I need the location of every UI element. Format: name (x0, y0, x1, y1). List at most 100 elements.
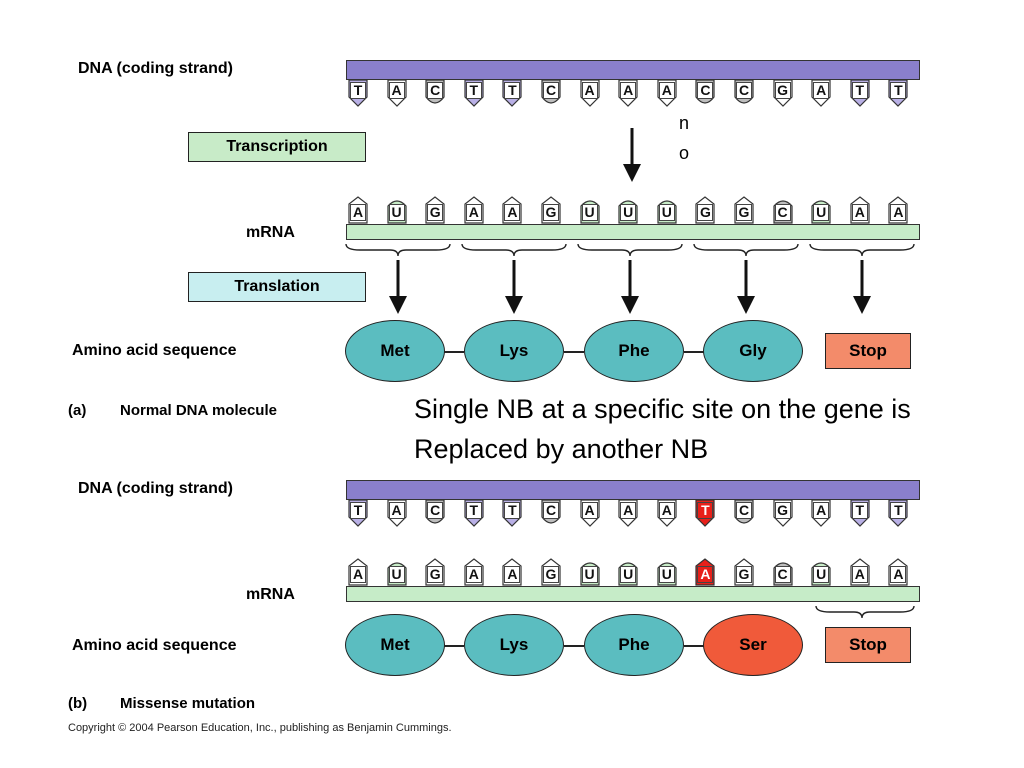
mrna-a-nucleotide-u: U (811, 196, 831, 224)
mrna-a-nucleotide-u: U (657, 196, 677, 224)
mrna-a-nucleotide-u: U (618, 196, 638, 224)
mrna-a-nucleotide-a: A (850, 196, 870, 224)
mrna-a-nucleotide-a: A (464, 196, 484, 224)
mrna-a-nucleotide-g: G (734, 196, 754, 224)
dna-a-nucleotide-t: T (502, 79, 522, 107)
mrna-b-nucleotide-a: A (348, 558, 368, 586)
annotation-line-1: Single NB at a specific site on the gene… (414, 394, 911, 424)
transcription-box: Transcription (188, 132, 366, 162)
dna-a-nucleotide-c: C (695, 79, 715, 107)
amino-acid-met: Met (345, 320, 445, 382)
dna-a-nucleotide-t: T (850, 79, 870, 107)
dna-b-nucleotide-t: T (695, 499, 715, 527)
stop-codon-box-b: Stop (825, 627, 911, 663)
mrna-a-nucleotide-u: U (579, 196, 600, 224)
dna-a-nucleotide-t: T (464, 79, 484, 107)
mrna-a-nucleotide-u: U (386, 196, 407, 224)
dna-a-nucleotide-a: A (579, 79, 600, 107)
mrna-backbone-a (346, 224, 920, 240)
mrna-b-nucleotide-g: G (541, 558, 561, 586)
dna-b-nucleotide-a: A (386, 499, 407, 527)
part-b-title: Missense mutation (120, 695, 256, 712)
part-a-title: Normal DNA molecule (120, 402, 277, 419)
dna-b-nucleotide-t: T (348, 499, 368, 527)
mrna-b-nucleotide-a: A (695, 558, 715, 586)
dna-b-nucleotide-a: A (618, 499, 638, 527)
dna-a-nucleotide-a: A (811, 79, 831, 107)
peptide-bond (684, 645, 704, 647)
mutation-site-arrow (623, 128, 641, 182)
dna-a-nucleotide-c: C (425, 79, 445, 107)
peptide-bond (684, 351, 704, 353)
dna-backbone-b (346, 480, 920, 500)
dna-a-nucleotide-c: C (734, 79, 754, 107)
stop-codon-box-a: Stop (825, 333, 911, 369)
dna-b-nucleotide-t: T (464, 499, 484, 527)
mrna-backbone-b (346, 586, 920, 602)
copyright-notice: Copyright © 2004 Pearson Education, Inc.… (68, 722, 452, 734)
dna-b-nucleotide-a: A (579, 499, 600, 527)
amino-acid-sequence-label-a: Amino acid sequence (72, 342, 237, 359)
dna-a-nucleotide-t: T (348, 79, 368, 107)
part-a-prefix: (a) (68, 402, 87, 419)
mrna-b-nucleotide-a: A (888, 558, 908, 586)
amino-acid-sequence-label-b: Amino acid sequence (72, 637, 237, 654)
dna-backbone-a (346, 60, 920, 80)
mrna-a-nucleotide-a: A (502, 196, 522, 224)
mrna-b-nucleotide-u: U (618, 558, 638, 586)
translation-box: Translation (188, 272, 366, 302)
dna-a-nucleotide-g: G (772, 79, 793, 107)
dna-a-nucleotide-a: A (386, 79, 407, 107)
dna-coding-strand-label-a: DNA (coding strand) (78, 60, 233, 77)
mrna-b-nucleotide-g: G (425, 558, 445, 586)
peptide-bond (444, 351, 464, 353)
dna-b-nucleotide-a: A (811, 499, 831, 527)
dna-a-nucleotide-a: A (657, 79, 677, 107)
mrna-b-nucleotide-u: U (386, 558, 407, 586)
amino-acid-met: Met (345, 614, 445, 676)
annotation-line-2: Replaced by another NB (414, 434, 709, 464)
mrna-a-nucleotide-c: C (772, 196, 793, 224)
scribble-n: n (679, 113, 690, 133)
mrna-label-a: mRNA (246, 224, 295, 241)
amino-acid-gly: Gly (703, 320, 803, 382)
dna-b-nucleotide-c: C (734, 499, 754, 527)
dna-b-nucleotide-c: C (425, 499, 445, 527)
dna-b-nucleotide-t: T (888, 499, 908, 527)
mrna-b-nucleotide-u: U (579, 558, 600, 586)
amino-acid-ser-mutant: Ser (703, 614, 803, 676)
codon-braces-a (345, 243, 915, 257)
amino-acid-lys: Lys (464, 320, 564, 382)
peptide-bond (564, 645, 584, 647)
mrna-a-nucleotide-g: G (695, 196, 715, 224)
dna-b-nucleotide-a: A (657, 499, 677, 527)
dna-a-nucleotide-t: T (888, 79, 908, 107)
amino-acid-phe: Phe (584, 320, 684, 382)
dna-b-nucleotide-c: C (541, 499, 561, 527)
dna-b-nucleotide-t: T (502, 499, 522, 527)
mrna-a-nucleotide-g: G (425, 196, 445, 224)
dna-b-nucleotide-g: G (772, 499, 793, 527)
mrna-b-nucleotide-g: G (734, 558, 754, 586)
mrna-label-b: mRNA (246, 586, 295, 603)
stop-codon-brace-b (815, 605, 915, 619)
amino-acid-lys: Lys (464, 614, 564, 676)
mrna-a-nucleotide-a: A (888, 196, 908, 224)
mrna-b-nucleotide-u: U (657, 558, 677, 586)
dna-coding-strand-label-b: DNA (coding strand) (78, 480, 233, 497)
mrna-a-nucleotide-a: A (348, 196, 368, 224)
amino-acid-phe: Phe (584, 614, 684, 676)
translation-arrows (389, 260, 871, 314)
peptide-bond (564, 351, 584, 353)
mrna-b-nucleotide-a: A (850, 558, 870, 586)
dna-a-nucleotide-c: C (541, 79, 561, 107)
dna-a-nucleotide-a: A (618, 79, 638, 107)
dna-b-nucleotide-t: T (850, 499, 870, 527)
scribble-o: o (679, 143, 690, 163)
peptide-bond (444, 645, 464, 647)
mrna-b-nucleotide-a: A (502, 558, 522, 586)
mrna-a-nucleotide-g: G (541, 196, 561, 224)
mrna-b-nucleotide-u: U (811, 558, 831, 586)
mrna-b-nucleotide-c: C (772, 558, 793, 586)
mrna-b-nucleotide-a: A (464, 558, 484, 586)
